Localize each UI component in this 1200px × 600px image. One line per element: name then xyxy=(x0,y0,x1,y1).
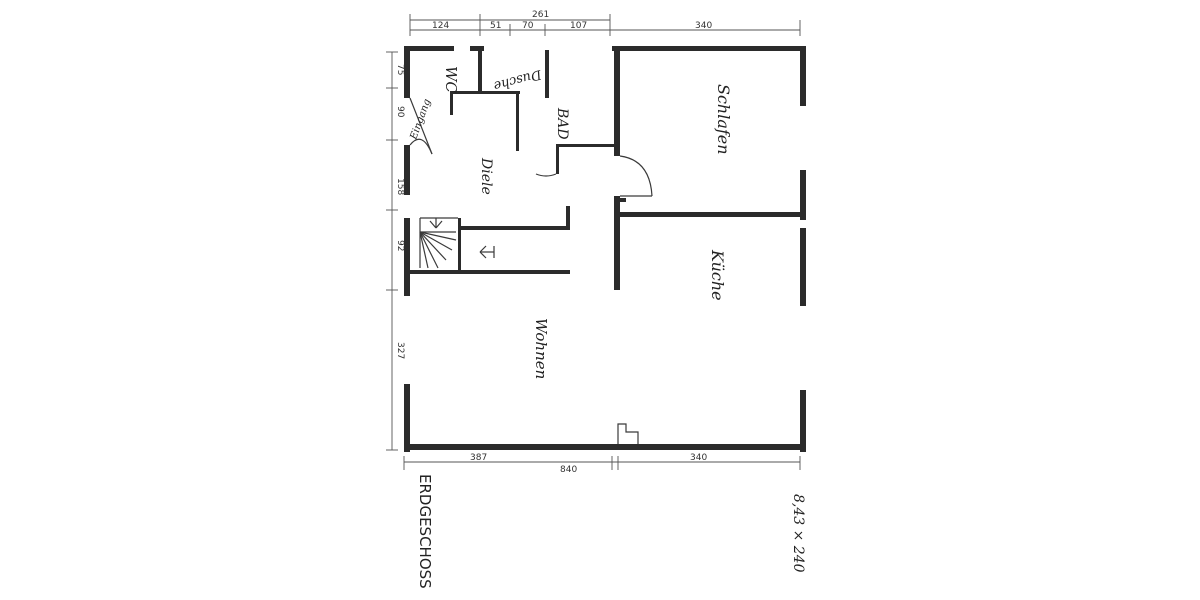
dim-top-340: 340 xyxy=(695,21,712,31)
dim-top-51: 51 xyxy=(490,21,501,31)
room-label-schlafen: Schlafen xyxy=(714,84,733,155)
room-label-kueche: Küche xyxy=(708,249,727,301)
room-label-bad: BAD xyxy=(554,107,570,140)
room-label-wc: WC xyxy=(442,66,460,93)
dim-bottom-340: 340 xyxy=(690,453,707,463)
dim-bottom-840: 840 xyxy=(560,465,577,475)
dim-left-90: 90 xyxy=(395,106,405,118)
plan-title: ERDGESCHOSS xyxy=(416,474,434,589)
dim-top-124: 124 xyxy=(432,21,449,31)
dim-top-70: 70 xyxy=(522,21,534,31)
scale-note: 8,43 × 240 xyxy=(790,494,806,573)
room-label-dusche: Dusche xyxy=(492,66,544,93)
interior-walls xyxy=(410,50,800,290)
room-label-diele: Diele xyxy=(478,157,494,195)
door-swings xyxy=(409,97,653,444)
room-label-wohnen: Wohnen xyxy=(532,318,550,379)
dim-left-92: 92 xyxy=(395,240,405,251)
dim-top-261: 261 xyxy=(532,10,549,20)
left-dimension-lines xyxy=(386,51,398,451)
dim-top-107: 107 xyxy=(570,21,587,31)
dim-left-327: 327 xyxy=(395,342,405,359)
top-dimension-lines xyxy=(409,14,801,36)
outer-walls xyxy=(404,46,806,452)
dim-left-75: 75 xyxy=(395,64,405,75)
staircase xyxy=(419,217,495,269)
dim-bottom-387: 387 xyxy=(470,453,487,463)
bottom-dimension-lines xyxy=(403,456,801,470)
dim-left-158: 158 xyxy=(395,178,405,195)
